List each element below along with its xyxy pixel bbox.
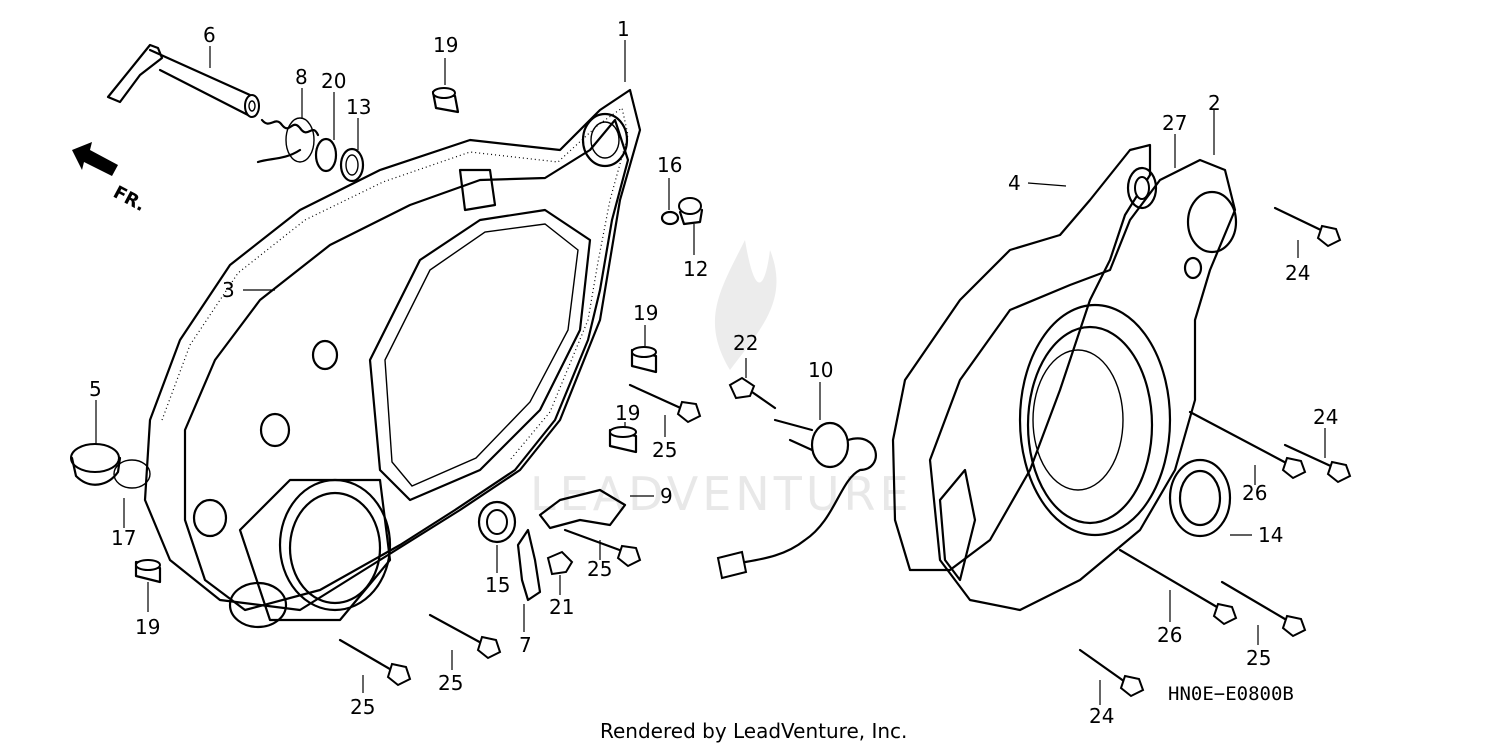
bolt-part-25-d	[338, 638, 412, 687]
spring-part	[256, 117, 320, 164]
shift-shaft-part	[106, 43, 260, 118]
callout-labels: 1 2 3 4 5 6 7 8 9 10 12 13 14 15 16 17 1…	[89, 17, 1338, 728]
bolt-part-25-e	[1220, 580, 1307, 638]
bolt-part-21	[546, 550, 574, 576]
callout-19-mid: 19	[633, 301, 658, 325]
credit-line: Rendered by LeadVenture, Inc.	[600, 719, 907, 743]
dowel-pin-19-right	[608, 426, 638, 454]
callout-26-a: 26	[1242, 481, 1267, 505]
callout-25-e: 25	[1246, 646, 1271, 670]
callout-3: 3	[222, 278, 235, 302]
callout-16: 16	[657, 153, 682, 177]
callout-12: 12	[683, 257, 708, 281]
callout-20: 20	[321, 69, 346, 93]
callout-15: 15	[485, 573, 510, 597]
callout-19-top: 19	[433, 33, 458, 57]
callout-25-d: 25	[350, 695, 375, 719]
crankcase-cover-part-1	[183, 112, 630, 629]
callout-24-a: 24	[1285, 261, 1310, 285]
callout-25-a: 25	[652, 438, 677, 462]
callout-2: 2	[1208, 91, 1221, 115]
dowel-pin-19-top	[431, 87, 460, 114]
washer-part-16	[660, 210, 680, 226]
clip-part-7	[516, 528, 542, 602]
bolt-part-24-c	[1078, 648, 1145, 698]
dowel-pin-19-bottom	[134, 559, 162, 584]
watermark-text: LEADVENTURE	[530, 467, 913, 521]
o-ring-part-17	[192, 498, 228, 538]
callout-4: 4	[1008, 171, 1021, 195]
bracket-part-9	[538, 488, 627, 530]
bolt-part-22	[728, 376, 777, 410]
callout-8: 8	[295, 65, 308, 89]
seal-part-13	[339, 147, 365, 183]
callout-19-right: 19	[615, 401, 640, 425]
callout-27: 27	[1162, 111, 1187, 135]
callout-21: 21	[549, 595, 574, 619]
callout-24-b: 24	[1313, 405, 1338, 429]
leader-lines	[95, 40, 1326, 705]
bolt-part-25-b	[563, 528, 642, 568]
callout-13: 13	[346, 95, 371, 119]
callout-6: 6	[203, 23, 216, 47]
oil-filler-cap-part-5	[70, 443, 151, 489]
callout-17: 17	[111, 526, 136, 550]
callout-9: 9	[660, 484, 673, 508]
callout-26-b: 26	[1157, 623, 1182, 647]
callout-1: 1	[617, 17, 630, 41]
cover-part-2	[928, 158, 1238, 612]
bearing-part-27	[1126, 166, 1158, 210]
gasket-part-4	[891, 143, 1152, 572]
bolt-part-24-a	[1273, 206, 1342, 248]
dowel-pin-19-mid	[630, 346, 658, 374]
front-arrow-label: FR.	[110, 182, 149, 216]
bearing-part-15	[477, 500, 517, 544]
plug-part-12	[678, 197, 704, 226]
oil-seal-part-14	[1168, 458, 1232, 538]
bolt-part-26-a	[1188, 410, 1307, 480]
callout-19-bottom: 19	[135, 615, 160, 639]
front-arrow-icon: FR.	[72, 142, 149, 216]
callout-10: 10	[808, 358, 833, 382]
callout-5: 5	[89, 377, 102, 401]
bolt-part-24-b	[1283, 443, 1352, 484]
bolt-part-26-b	[1118, 548, 1238, 626]
diagram-code: HN0E−E0800B	[1168, 683, 1294, 705]
leadventure-watermark: LEADVENTURE	[530, 240, 913, 521]
washer-part-20	[314, 137, 338, 173]
callout-24-c: 24	[1089, 704, 1114, 728]
callout-25-c: 25	[438, 671, 463, 695]
callout-22: 22	[733, 331, 758, 355]
callout-7: 7	[519, 633, 532, 657]
callout-25-b: 25	[587, 557, 612, 581]
sensor-part-10	[716, 418, 877, 580]
callout-14: 14	[1258, 523, 1283, 547]
bolt-part-25-c	[428, 613, 502, 660]
bolt-part-25-a	[628, 383, 702, 424]
